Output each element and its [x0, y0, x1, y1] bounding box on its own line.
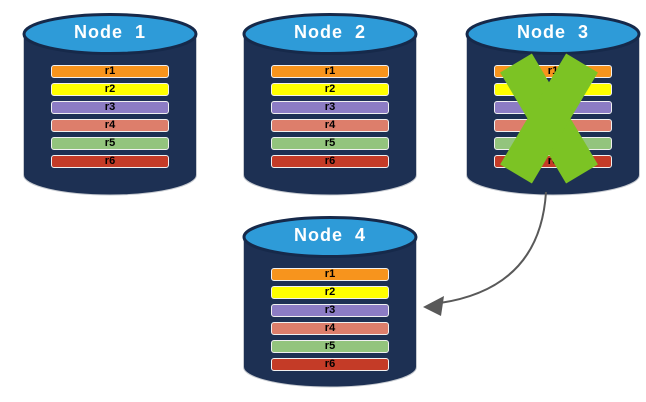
- node-2-replica-r1: r1: [271, 65, 389, 78]
- replica-label: r4: [104, 119, 116, 131]
- node-2-replica-r6: r6: [271, 155, 389, 168]
- x-stroke: [500, 53, 598, 184]
- x-mark-icon: [500, 53, 598, 184]
- arrow-line: [439, 191, 547, 304]
- node-1-title: Node 1: [73, 22, 146, 42]
- node-1-replica-r5: r5: [51, 137, 169, 150]
- node-4-replica-r6: r6: [271, 358, 389, 371]
- node-4-replica-r4: r4: [271, 322, 389, 335]
- node-1-replica-r3: r3: [51, 101, 169, 114]
- node-4-replica-r5: r5: [271, 340, 389, 353]
- node-4-replica-r1: r1: [271, 268, 389, 281]
- replica-label: r3: [324, 304, 336, 316]
- replica-label: r1: [547, 65, 559, 77]
- node-4: Node 4 r1 r2 r3 r4 r5 r6: [242, 216, 418, 388]
- cylinder-top: [22, 13, 198, 55]
- node-4-title: Node 4: [293, 225, 366, 245]
- node-4-replica-r3: r3: [271, 304, 389, 317]
- node-2-replica-r5: r5: [271, 137, 389, 150]
- node-2-replica-r4: r4: [271, 119, 389, 132]
- replica-label: r5: [104, 137, 116, 149]
- replica-label: r6: [324, 358, 336, 370]
- replica-label: r5: [324, 340, 336, 352]
- node-1-replica-r4: r4: [51, 119, 169, 132]
- node-2-replica-r2: r2: [271, 83, 389, 96]
- replica-label: r6: [104, 155, 116, 167]
- node-1-replica-list: r1 r2 r3 r4 r5 r6: [51, 65, 169, 168]
- cylinder-top: [242, 216, 418, 258]
- replica-label: r1: [104, 65, 116, 77]
- cylinder-top: [242, 13, 418, 55]
- replica-label: r4: [324, 119, 336, 131]
- replica-label: r2: [104, 83, 116, 95]
- replica-label: r1: [324, 268, 336, 280]
- failover-arrow-icon: [423, 191, 547, 316]
- node-1: Node 1 r1 r2 r3 r4 r5 r6: [22, 13, 198, 196]
- node-4-replica-r2: r2: [271, 286, 389, 299]
- replica-label: r2: [324, 83, 336, 95]
- node-1-replica-r6: r6: [51, 155, 169, 168]
- replica-label: r3: [104, 101, 116, 113]
- cylinder-top: [465, 13, 641, 55]
- replica-label: r6: [324, 155, 336, 167]
- replica-label: r3: [324, 101, 336, 113]
- replica-label: r2: [324, 286, 336, 298]
- node-1-replica-r2: r2: [51, 83, 169, 96]
- replica-label: r5: [324, 137, 336, 149]
- node-1-replica-r1: r1: [51, 65, 169, 78]
- replica-label: r4: [324, 322, 336, 334]
- node-4-replica-list: r1 r2 r3 r4 r5 r6: [271, 268, 389, 371]
- arrow-head: [423, 296, 444, 316]
- replica-label: r1: [324, 65, 336, 77]
- node-2-title: Node 2: [293, 22, 366, 42]
- node-2-replica-r3: r3: [271, 101, 389, 114]
- node-3-title: Node 3: [516, 22, 589, 42]
- node-2: Node 2 r1 r2 r3 r4 r5 r6: [242, 13, 418, 196]
- node-2-replica-list: r1 r2 r3 r4 r5 r6: [271, 65, 389, 168]
